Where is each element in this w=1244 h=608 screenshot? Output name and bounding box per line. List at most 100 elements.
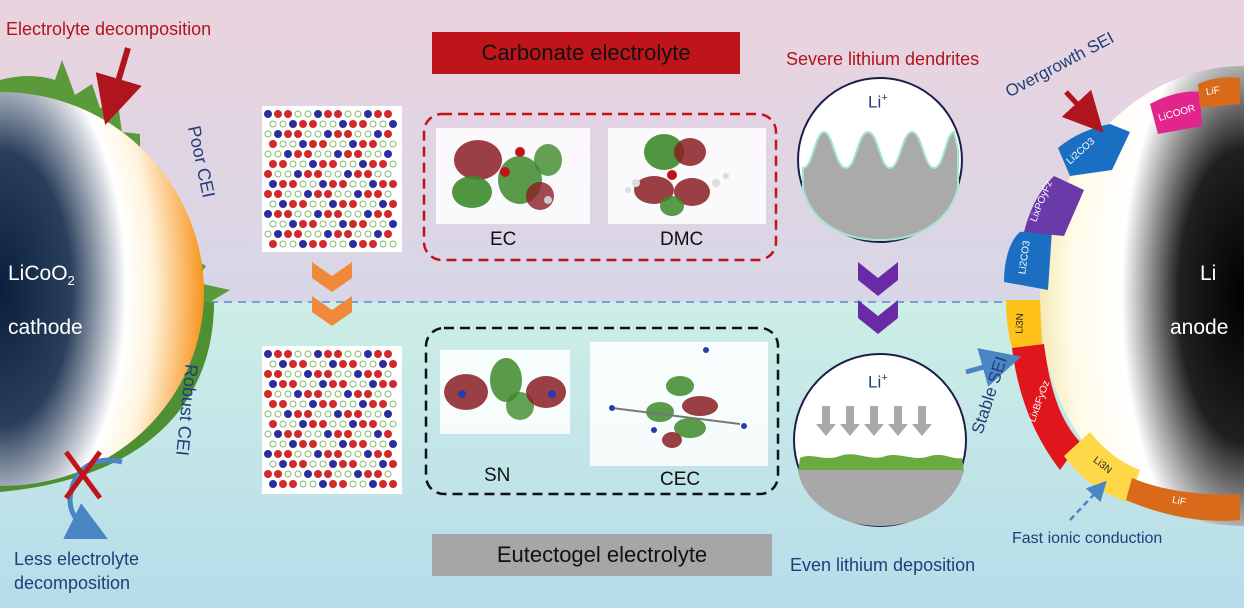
atom (264, 130, 272, 138)
atom (294, 450, 302, 458)
atom (274, 470, 282, 478)
dmc-molecule (625, 134, 729, 216)
atom (389, 420, 397, 428)
atom (264, 470, 272, 478)
atom (329, 240, 337, 248)
atom (344, 170, 352, 178)
atom (299, 460, 307, 468)
atom (329, 420, 337, 428)
cec-label: CEC (660, 469, 701, 490)
atom (269, 180, 277, 188)
atom (289, 480, 297, 488)
atom (264, 350, 272, 358)
atom (324, 390, 332, 398)
atom (389, 400, 397, 408)
atom (284, 450, 292, 458)
atom (364, 350, 372, 358)
atom (274, 130, 282, 138)
carbonate-electrolyte-banner: Carbonate electrolyte (432, 32, 740, 74)
atom (384, 470, 392, 478)
atom (349, 420, 357, 428)
atom (329, 200, 337, 208)
atom (269, 200, 277, 208)
atom (364, 230, 372, 238)
atom (374, 390, 382, 398)
atom (264, 190, 272, 198)
atom (359, 380, 367, 388)
atom (374, 230, 382, 238)
atom (264, 150, 272, 158)
atom (349, 200, 357, 208)
atom (279, 380, 287, 388)
atom (369, 480, 377, 488)
atom (379, 200, 387, 208)
cross-mark (63, 450, 103, 500)
atom (289, 400, 297, 408)
atom (379, 440, 387, 448)
atom (329, 380, 337, 388)
atom (299, 480, 307, 488)
atom (349, 480, 357, 488)
atom (379, 360, 387, 368)
atom (324, 430, 332, 438)
atom (329, 120, 337, 128)
atom (364, 410, 372, 418)
atom (274, 190, 282, 198)
cec-orbital-image (590, 342, 768, 466)
atom (314, 130, 322, 138)
atom (289, 120, 297, 128)
atom (369, 460, 377, 468)
atom (374, 430, 382, 438)
atom (289, 420, 297, 428)
atom (324, 130, 332, 138)
atom (294, 190, 302, 198)
atom (279, 180, 287, 188)
atom (284, 470, 292, 478)
atom (294, 150, 302, 158)
atom (304, 370, 312, 378)
atom (269, 480, 277, 488)
atom (289, 440, 297, 448)
atom (314, 450, 322, 458)
atom (284, 230, 292, 238)
orange-chevrons (312, 262, 352, 326)
atom (359, 400, 367, 408)
atom (304, 450, 312, 458)
cathode-formula: LiCoO2 (8, 262, 75, 289)
atom (279, 400, 287, 408)
atom (354, 130, 362, 138)
atom (314, 230, 322, 238)
even-deposition-title: Even lithium deposition (790, 555, 976, 575)
atom (374, 130, 382, 138)
less-decomposition-line1: Less electrolyte (14, 549, 140, 569)
atom (299, 180, 307, 188)
atom (339, 440, 347, 448)
atom (264, 210, 272, 218)
atom (319, 240, 327, 248)
atom (284, 350, 292, 358)
atom (319, 360, 327, 368)
atom (284, 150, 292, 158)
atom (329, 400, 337, 408)
atom (314, 210, 322, 218)
atom (309, 140, 317, 148)
atom (389, 480, 397, 488)
atom (384, 210, 392, 218)
atom (279, 140, 287, 148)
atom (334, 430, 342, 438)
sei-top-layers (1004, 77, 1240, 290)
purple-chevrons (858, 262, 898, 334)
atom (384, 350, 392, 358)
atom (329, 440, 337, 448)
atom (294, 390, 302, 398)
atom (284, 370, 292, 378)
atom (274, 150, 282, 158)
atom (324, 410, 332, 418)
atom (384, 230, 392, 238)
atom (354, 230, 362, 238)
atom (344, 450, 352, 458)
atom (319, 460, 327, 468)
atom (309, 160, 317, 168)
atom (334, 410, 342, 418)
atom (359, 120, 367, 128)
